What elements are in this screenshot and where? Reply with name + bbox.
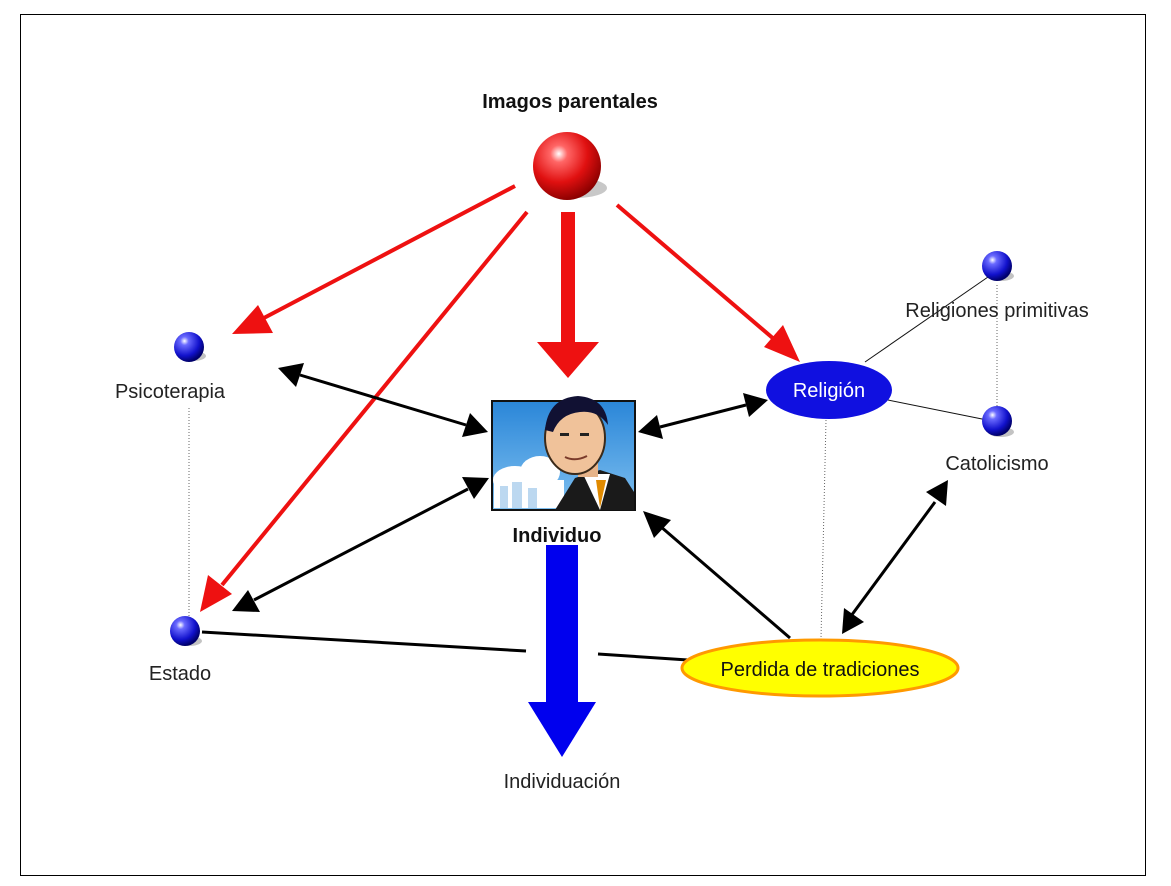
estado-label: Estado	[149, 663, 211, 685]
node-perdida-de-tradiciones[interactable]: Perdida de tradiciones	[680, 638, 960, 698]
individuacion-label: Individuación	[504, 771, 621, 793]
religion-label: Religión	[793, 380, 865, 402]
line-religion-religiones-primitivas	[864, 276, 989, 363]
line-religion-catolicismo	[887, 399, 988, 421]
red-sphere-icon	[533, 132, 601, 200]
red-arrow-to-psicoterapia	[232, 184, 516, 334]
node-religion[interactable]: Religión	[766, 361, 892, 419]
blue-dot-icon	[170, 616, 200, 646]
catolicismo-label: Catolicismo	[945, 453, 1048, 475]
node-psicoterapia[interactable]: Psicoterapia	[115, 332, 226, 403]
man-portrait-icon	[491, 396, 636, 511]
node-individuacion[interactable]: Individuación	[504, 771, 621, 793]
node-individuo[interactable]: Individuo	[491, 396, 636, 547]
black-arrow-estado-individuo	[232, 477, 489, 612]
node-catolicismo[interactable]: Catolicismo	[945, 406, 1049, 475]
node-religiones-primitivas[interactable]: Religiones primitivas	[905, 251, 1089, 322]
imagos-parentales-label: Imagos parentales	[482, 91, 658, 113]
line-estado-perdida	[201, 630, 689, 662]
red-arrow-to-estado	[200, 210, 529, 612]
blue-dot-icon	[174, 332, 204, 362]
red-arrow-to-individuo	[537, 212, 599, 378]
dotted-line-religion-perdida	[820, 419, 827, 639]
black-arrow-perdida-individuo	[643, 511, 791, 640]
individuo-label: Individuo	[513, 525, 602, 547]
psicoterapia-label: Psicoterapia	[115, 381, 226, 403]
religiones-primitivas-label: Religiones primitivas	[905, 300, 1088, 322]
black-arrow-individuo-religion	[638, 393, 768, 439]
black-arrow-perdida-catolicismo	[842, 480, 948, 634]
blue-dot-icon	[982, 406, 1012, 436]
node-imagos-parentales[interactable]: Imagos parentales	[482, 91, 658, 200]
node-estado[interactable]: Estado	[149, 616, 211, 685]
perdida-de-tradiciones-label: Perdida de tradiciones	[720, 659, 919, 681]
black-arrow-psicoterapia-individuo	[278, 363, 488, 437]
red-arrow-to-religion	[615, 203, 800, 362]
blue-dot-icon	[982, 251, 1012, 281]
blue-arrow-to-individuacion	[528, 545, 596, 757]
